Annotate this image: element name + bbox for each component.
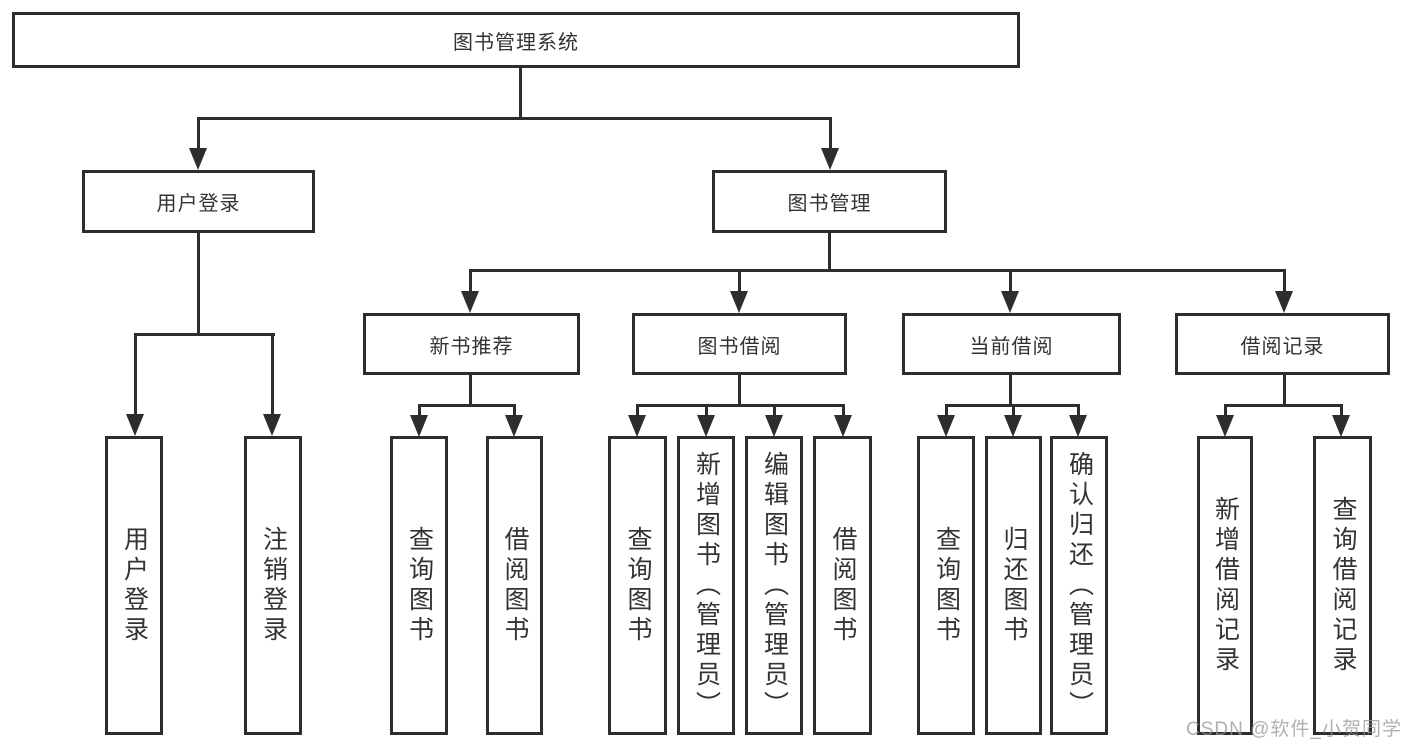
arrow-down-icon bbox=[1069, 415, 1087, 437]
leaf-br-add-record-label: 新增借阅记录 bbox=[1211, 495, 1240, 676]
connector-line bbox=[842, 404, 845, 418]
leaf-user-login-label: 用户登录 bbox=[120, 525, 149, 646]
arrow-down-icon bbox=[834, 415, 852, 437]
node-root-label: 图书管理系统 bbox=[453, 31, 579, 54]
leaf-br-add-record: 新增借阅记录 bbox=[1197, 436, 1253, 735]
node-new-book-recommend-label: 新书推荐 bbox=[429, 335, 514, 358]
connector-line bbox=[636, 404, 639, 418]
connector-line bbox=[829, 117, 832, 151]
arrow-down-icon bbox=[1216, 415, 1234, 437]
arrow-down-icon bbox=[505, 415, 523, 437]
arrow-down-icon bbox=[628, 415, 646, 437]
leaf-nb-borrow-book: 借阅图书 bbox=[486, 436, 543, 735]
leaf-bb-borrow-book: 借阅图书 bbox=[813, 436, 872, 735]
connector-line bbox=[134, 333, 137, 417]
connector-line bbox=[773, 404, 776, 418]
leaf-bb-add-book-admin-label: 新增图书（管理员） bbox=[692, 450, 721, 721]
node-book-management-label: 图书管理 bbox=[787, 193, 872, 215]
connector-line bbox=[418, 404, 421, 418]
leaf-bb-add-book-admin: 新增图书（管理员） bbox=[677, 436, 735, 735]
arrow-down-icon bbox=[1275, 291, 1293, 313]
arrow-down-icon bbox=[263, 414, 281, 436]
node-book-borrow-label: 图书借阅 bbox=[697, 335, 782, 358]
arrow-down-icon bbox=[765, 415, 783, 437]
connector-line bbox=[738, 269, 741, 294]
arrow-down-icon bbox=[461, 291, 479, 313]
arrow-down-icon bbox=[1001, 291, 1019, 313]
leaf-logout: 注销登录 bbox=[244, 436, 302, 735]
arrow-down-icon bbox=[730, 291, 748, 313]
connector-line bbox=[197, 117, 200, 151]
arrow-down-icon bbox=[697, 415, 715, 437]
connector-line bbox=[1283, 374, 1286, 407]
node-new-book-recommend: 新书推荐 bbox=[363, 313, 580, 375]
leaf-cb-query-book-label: 查询图书 bbox=[932, 525, 961, 646]
leaf-cb-return-book-label: 归还图书 bbox=[1000, 525, 1028, 646]
leaf-nb-borrow-book-label: 借阅图书 bbox=[501, 525, 529, 646]
node-book-management: 图书管理 bbox=[712, 170, 947, 233]
connector-line bbox=[738, 374, 741, 407]
connector-line bbox=[197, 117, 832, 120]
connector-line bbox=[418, 404, 516, 407]
arrow-down-icon bbox=[1332, 415, 1350, 437]
leaf-br-query-record-label: 查询借阅记录 bbox=[1329, 495, 1357, 676]
connector-line bbox=[1340, 404, 1343, 418]
leaf-bb-edit-book-admin-label: 编辑图书（管理员） bbox=[760, 450, 789, 721]
arrow-down-icon bbox=[189, 148, 207, 170]
arrow-down-icon bbox=[937, 415, 955, 437]
leaf-cb-return-book: 归还图书 bbox=[985, 436, 1042, 735]
connector-line bbox=[636, 404, 844, 407]
connector-line bbox=[134, 333, 275, 336]
leaf-cb-query-book: 查询图书 bbox=[917, 436, 975, 735]
leaf-nb-query-book: 查询图书 bbox=[390, 436, 448, 735]
node-root: 图书管理系统 bbox=[12, 12, 1020, 68]
arrow-down-icon bbox=[410, 415, 428, 437]
connector-line bbox=[945, 404, 948, 418]
connector-line bbox=[1224, 404, 1227, 418]
connector-line bbox=[1009, 269, 1012, 294]
leaf-cb-confirm-return-admin: 确认归还（管理员） bbox=[1050, 436, 1108, 735]
node-user-login-label: 用户登录 bbox=[156, 193, 241, 215]
node-borrow-record: 借阅记录 bbox=[1175, 313, 1390, 375]
leaf-bb-borrow-book-label: 借阅图书 bbox=[829, 525, 857, 646]
node-book-borrow: 图书借阅 bbox=[632, 313, 847, 375]
leaf-user-login: 用户登录 bbox=[105, 436, 163, 735]
node-borrow-record-label: 借阅记录 bbox=[1240, 335, 1325, 358]
leaf-nb-query-book-label: 查询图书 bbox=[405, 525, 434, 646]
leaf-bb-query-book-label: 查询图书 bbox=[624, 525, 652, 646]
arrow-down-icon bbox=[126, 414, 144, 436]
connector-line bbox=[469, 269, 1286, 272]
leaf-logout-label: 注销登录 bbox=[259, 525, 288, 646]
connector-line bbox=[1283, 269, 1286, 294]
leaf-bb-query-book: 查询图书 bbox=[608, 436, 667, 735]
leaf-cb-confirm-return-admin-label: 确认归还（管理员） bbox=[1065, 450, 1094, 721]
arrow-down-icon bbox=[1004, 415, 1022, 437]
csdn-watermark: CSDN @软件_小贺同学 bbox=[1186, 719, 1402, 740]
connector-line bbox=[705, 404, 708, 418]
connector-line bbox=[1009, 374, 1012, 407]
connector-line bbox=[1077, 404, 1080, 418]
connector-line bbox=[1012, 404, 1015, 418]
connector-line bbox=[271, 333, 274, 417]
node-current-borrow-label: 当前借阅 bbox=[969, 335, 1054, 358]
connector-line bbox=[197, 232, 200, 336]
connector-line bbox=[469, 374, 472, 407]
connector-line bbox=[469, 269, 472, 294]
connector-line bbox=[1224, 404, 1343, 407]
node-user-login: 用户登录 bbox=[82, 170, 315, 233]
connector-line bbox=[519, 67, 522, 120]
leaf-br-query-record: 查询借阅记录 bbox=[1313, 436, 1372, 735]
connector-line bbox=[828, 232, 831, 272]
connector-line bbox=[513, 404, 516, 418]
node-current-borrow: 当前借阅 bbox=[902, 313, 1121, 375]
arrow-down-icon bbox=[821, 148, 839, 170]
leaf-bb-edit-book-admin: 编辑图书（管理员） bbox=[745, 436, 803, 735]
